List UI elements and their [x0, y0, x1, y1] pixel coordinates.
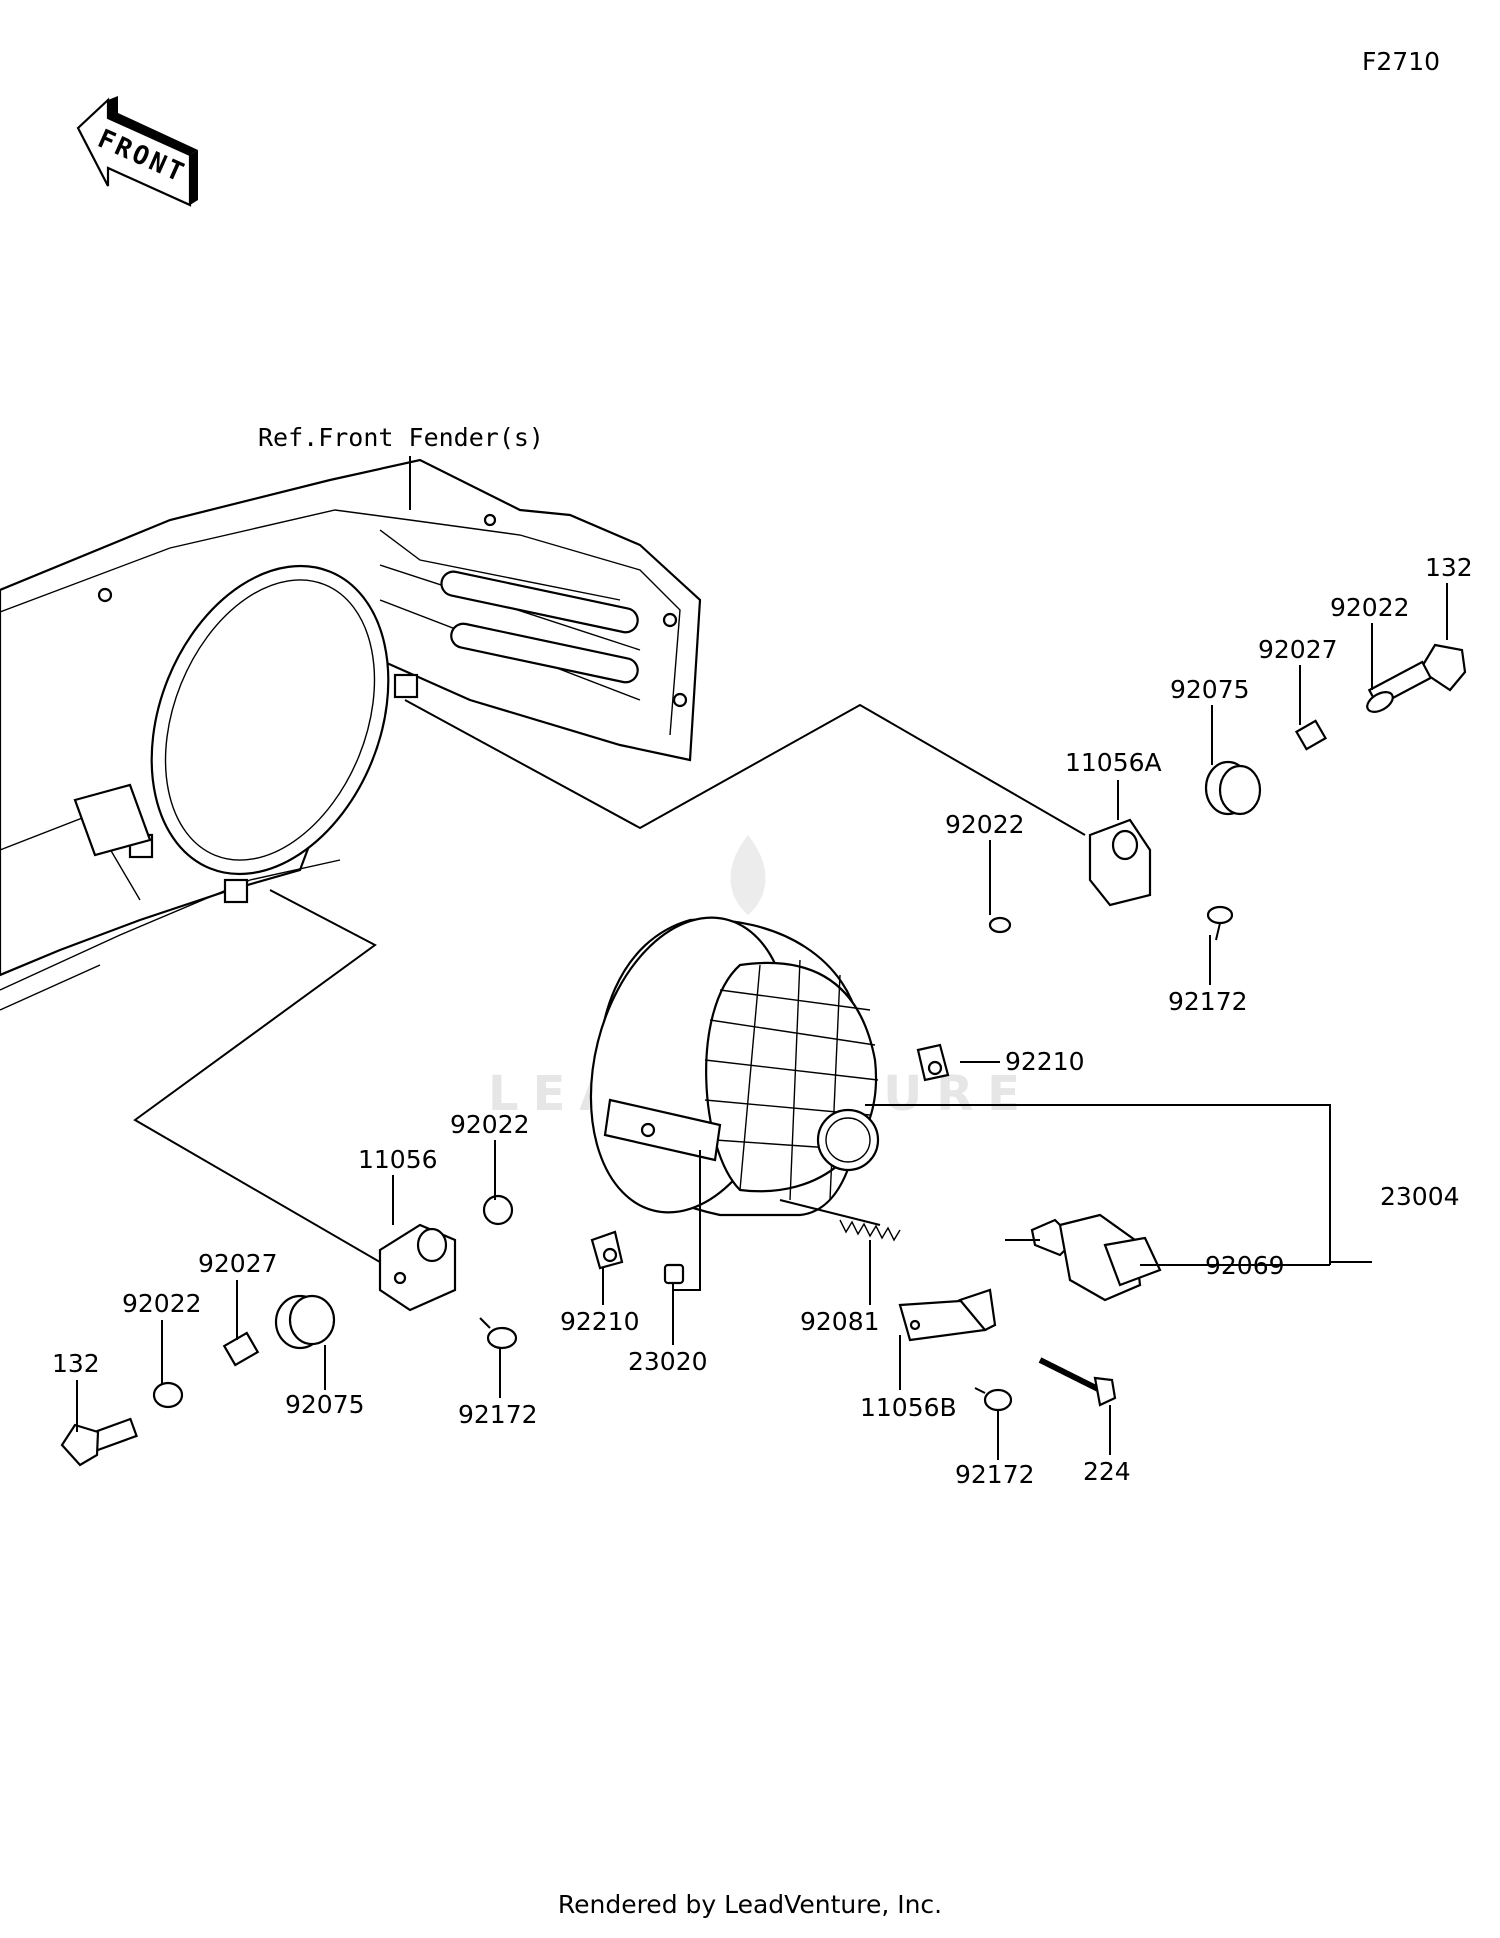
screw-92172-left-icon — [479, 1317, 518, 1350]
washer-92022-mid-left-icon — [482, 1194, 514, 1226]
callout-92069: 92069 — [1205, 1251, 1285, 1280]
clip-92210-lower-icon — [590, 1230, 624, 1270]
callout-92022-top-right: 92022 — [1330, 593, 1410, 622]
leader-fender-to-11056 — [133, 889, 386, 1266]
washer-92022-right-icon — [1366, 691, 1394, 713]
callout-132-left: 132 — [52, 1349, 100, 1378]
bracket-11056A-icon — [1088, 818, 1152, 907]
headlight-unit — [589, 916, 880, 1217]
bolt-224-icon — [1038, 1357, 1117, 1407]
bulb-92069-icon — [1030, 1213, 1162, 1302]
callout-11056A: 11056A — [1065, 748, 1162, 777]
callout-92081: 92081 — [800, 1307, 880, 1336]
callout-92022-mid-left: 92022 — [450, 1110, 530, 1139]
callout-23004: 23004 — [1380, 1182, 1460, 1211]
collar-92027-left-icon — [222, 1331, 260, 1367]
leader-fender-to-11056A — [404, 699, 1086, 836]
diagram-code: F2710 — [1362, 47, 1440, 76]
callout-224: 224 — [1083, 1457, 1131, 1486]
screw-92172-bottom-icon — [974, 1387, 1013, 1412]
footer-credit: Rendered by LeadVenture, Inc. — [557, 1890, 943, 1919]
washer-92022-mid-right-icon — [988, 916, 1012, 934]
clip-92210-upper-icon — [916, 1043, 950, 1082]
front-direction-arrow-icon: FRONT — [76, 96, 198, 207]
reference-label: Ref.Front Fender(s) — [258, 423, 544, 452]
callout-11056: 11056 — [358, 1145, 438, 1174]
bolt-132-right-icon — [1367, 643, 1467, 708]
callout-11056B: 11056B — [860, 1393, 957, 1422]
callout-92022-mid-right: 92022 — [945, 810, 1025, 839]
callout-92022-left: 92022 — [122, 1289, 202, 1318]
bracket-11056B-icon — [898, 1288, 997, 1342]
callout-23020: 23020 — [628, 1347, 708, 1376]
callout-92075-right: 92075 — [1170, 675, 1250, 704]
callout-92075-left: 92075 — [285, 1390, 365, 1419]
callout-92172-bottom: 92172 — [955, 1460, 1035, 1489]
callout-92210-upper: 92210 — [1005, 1047, 1085, 1076]
callout-92027-left: 92027 — [198, 1249, 278, 1278]
bracket-11056-icon — [378, 1223, 457, 1312]
front-fender — [0, 458, 702, 1011]
callout-92172-right: 92172 — [1168, 987, 1248, 1016]
callout-92027-right: 92027 — [1258, 635, 1338, 664]
leader-lines — [76, 583, 1448, 1460]
callout-92210-lower: 92210 — [560, 1307, 640, 1336]
bolt-132-left-icon — [60, 1417, 138, 1467]
screw-92172-right-icon — [1206, 905, 1234, 941]
washer-92022-left-icon — [152, 1381, 184, 1409]
grommet-92075-left-icon — [274, 1294, 336, 1350]
callout-132-right: 132 — [1425, 553, 1473, 582]
grommet-92075-right-icon — [1204, 760, 1262, 816]
callout-92172-left: 92172 — [458, 1400, 538, 1429]
collar-92027-right-icon — [1294, 719, 1328, 751]
nut-23020-icon — [663, 1263, 685, 1285]
spring-92081-icon — [839, 1219, 901, 1242]
